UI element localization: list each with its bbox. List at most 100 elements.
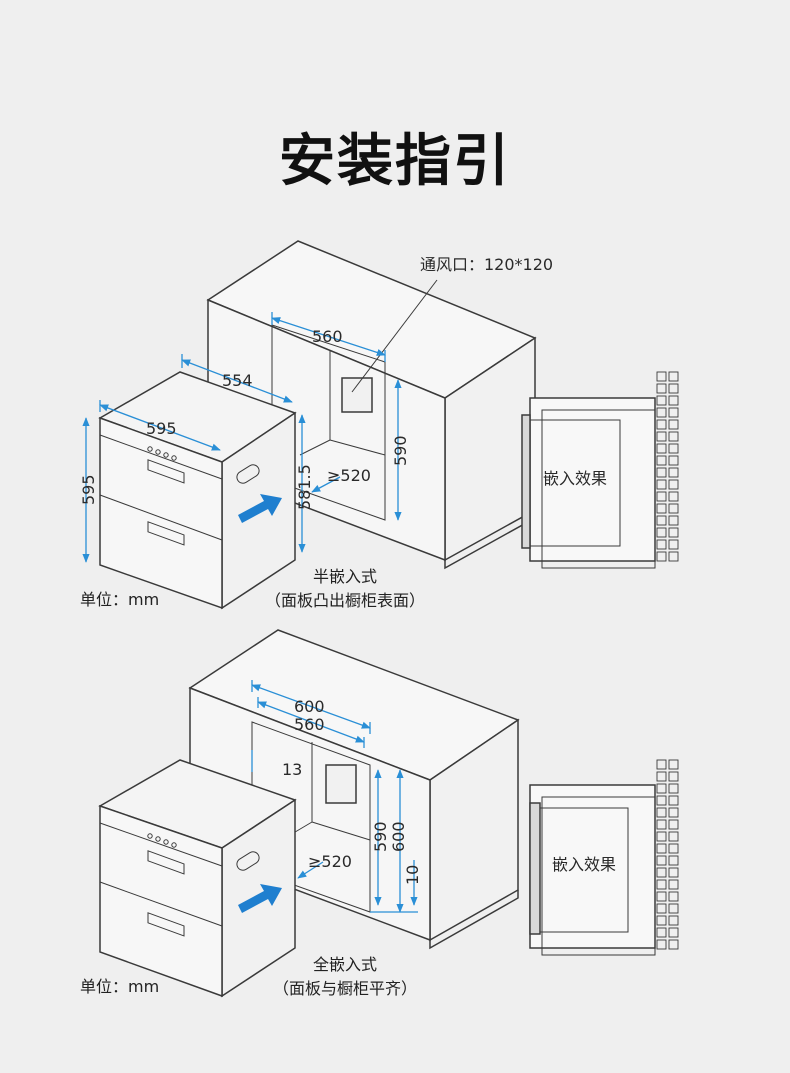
bottom-unit-label: 单位：mm [80, 977, 159, 996]
wall-tile [668, 819, 679, 830]
wall-tile [656, 891, 667, 902]
wall-tile [668, 395, 679, 406]
wall-tile [668, 843, 679, 854]
wall-tile [668, 551, 679, 562]
wall-tile [668, 915, 679, 926]
wall-tile [656, 843, 667, 854]
bottom-effect-illustration [529, 759, 679, 956]
bottom-effect-label: 嵌入效果 [552, 855, 616, 874]
bottom-dim-13: 13 [282, 760, 302, 779]
wall-tile [656, 419, 667, 430]
wall-tile [668, 927, 679, 938]
bottom-caption-line1: 全嵌入式 [313, 955, 377, 974]
wall-tile [668, 795, 679, 806]
bottom-dim-600-width: 600 [294, 697, 325, 716]
wall-tile [656, 831, 667, 842]
top-caption-line1: 半嵌入式 [313, 567, 377, 586]
wall-tile [668, 879, 679, 890]
wall-tile [668, 455, 679, 466]
wall-tile [656, 491, 667, 502]
wall-tile [656, 455, 667, 466]
wall-tile [656, 407, 667, 418]
top-dim-595-width: 595 [146, 419, 177, 438]
wall-tile [656, 939, 667, 950]
top-dim-595-height: 595 [79, 474, 98, 505]
wall-tile [656, 879, 667, 890]
top-dim-554: 554 [222, 371, 253, 390]
wall-tile [668, 891, 679, 902]
bottom-dim-520: ≥520 [308, 852, 352, 871]
wall-tile [668, 939, 679, 950]
top-caption-line2: （面板凸出橱柜表面） [265, 591, 425, 610]
wall-tile [668, 419, 679, 430]
wall-tile [668, 515, 679, 526]
wall-tile [668, 503, 679, 514]
top-vent [341, 377, 373, 413]
bottom-dim-600-height: 600 [389, 821, 408, 852]
wall-tile [656, 503, 667, 514]
top-dim-520: ≥520 [327, 466, 371, 485]
wall-tile [668, 783, 679, 794]
wall-tile [656, 371, 667, 382]
bottom-caption-line2: （面板与橱柜平齐） [273, 979, 417, 998]
top-dim-560: 560 [312, 327, 343, 346]
wall-tile [668, 903, 679, 914]
wall-tile [656, 479, 667, 490]
wall-tile [668, 759, 679, 770]
top-dimensions [82, 312, 402, 563]
wall-tile [656, 515, 667, 526]
wall-tile [668, 831, 679, 842]
bottom-dim-560: 560 [294, 715, 325, 734]
bottom-appliance [98, 759, 297, 998]
bottom-dim-10: 10 [403, 865, 422, 885]
wall-tile [656, 551, 667, 562]
wall-tile [668, 771, 679, 782]
top-effect-label: 嵌入效果 [543, 469, 607, 488]
wall-tile [656, 383, 667, 394]
wall-tile [656, 915, 667, 926]
wall-tile [656, 855, 667, 866]
top-push-arrow [238, 494, 282, 523]
top-dim-590: 590 [391, 435, 410, 466]
bottom-vent [325, 764, 357, 804]
wall-tile [656, 467, 667, 478]
bottom-push-arrow [238, 884, 282, 913]
wall-tile [656, 903, 667, 914]
wall-tile [668, 383, 679, 394]
wall-tile [656, 539, 667, 550]
wall-tile [656, 867, 667, 878]
wall-tile [656, 819, 667, 830]
wall-tile [656, 443, 667, 454]
wall-tile [668, 539, 679, 550]
bottom-dim-590: 590 [371, 821, 390, 852]
wall-tile [668, 467, 679, 478]
wall-tile [656, 527, 667, 538]
top-dim-581-5: 581.5 [295, 464, 314, 510]
wall-tile [668, 867, 679, 878]
wall-tile [656, 795, 667, 806]
wall-tile [668, 443, 679, 454]
wall-tile [668, 407, 679, 418]
wall-tile [656, 927, 667, 938]
wall-tile [668, 855, 679, 866]
wall-tile [656, 395, 667, 406]
bottom-dimensions [251, 680, 418, 913]
wall-tile [656, 783, 667, 794]
wall-tile [656, 807, 667, 818]
wall-tile [668, 479, 679, 490]
page-title: 安装指引 [279, 129, 511, 194]
top-effect-illustration [521, 371, 679, 569]
top-vent-label: 通风口：120*120 [420, 255, 553, 274]
wall-tile [668, 807, 679, 818]
wall-tile [656, 771, 667, 782]
wall-tile [668, 431, 679, 442]
wall-tile [656, 759, 667, 770]
wall-tile [668, 491, 679, 502]
top-vent-leader [351, 279, 438, 393]
wall-tile [656, 431, 667, 442]
wall-tile [668, 371, 679, 382]
wall-tile [668, 527, 679, 538]
top-appliance [98, 371, 297, 610]
top-unit-label: 单位：mm [80, 590, 159, 609]
